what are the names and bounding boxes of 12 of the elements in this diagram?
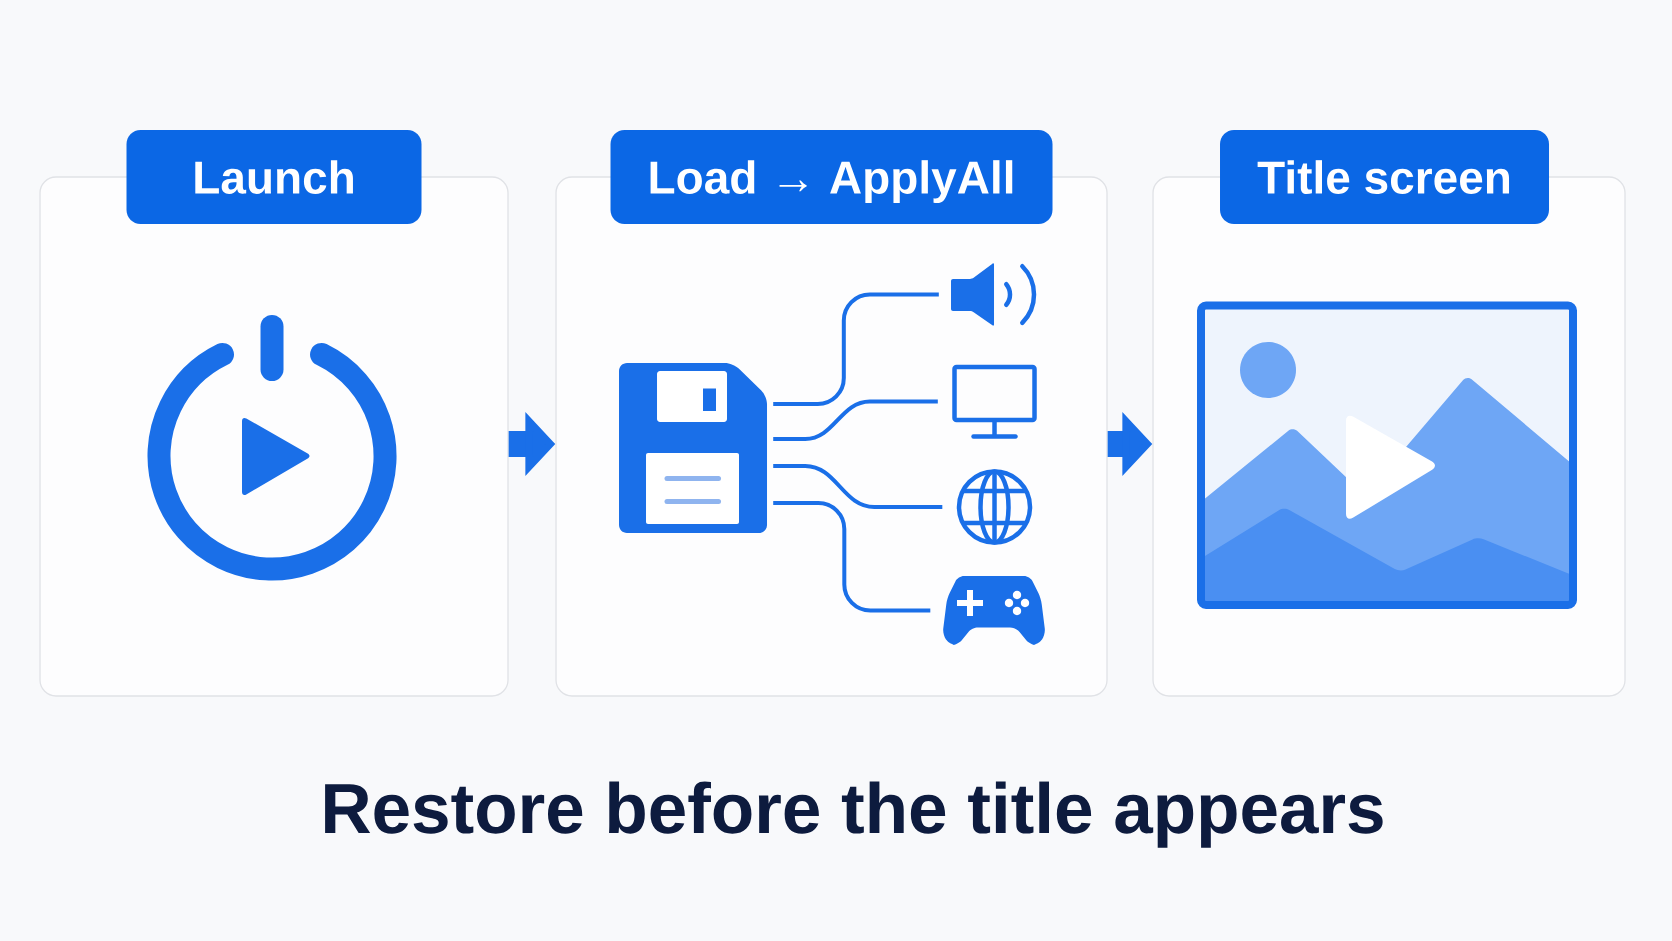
- connector-line: [773, 399, 938, 441]
- speaker-icon: [951, 263, 1037, 326]
- monitor-icon: [952, 364, 1037, 439]
- header-tab: Launch: [126, 130, 422, 224]
- connector-line: [773, 501, 931, 613]
- header-tab: Load → ApplyAll: [610, 130, 1053, 224]
- gamepad-icon: [943, 576, 1045, 645]
- connector-line: [773, 292, 939, 406]
- header-tab: Title screen: [1220, 130, 1549, 224]
- caption: Restore before the title appears: [325, 781, 1383, 848]
- globe-icon: [956, 469, 1033, 545]
- connector-line: [773, 464, 943, 509]
